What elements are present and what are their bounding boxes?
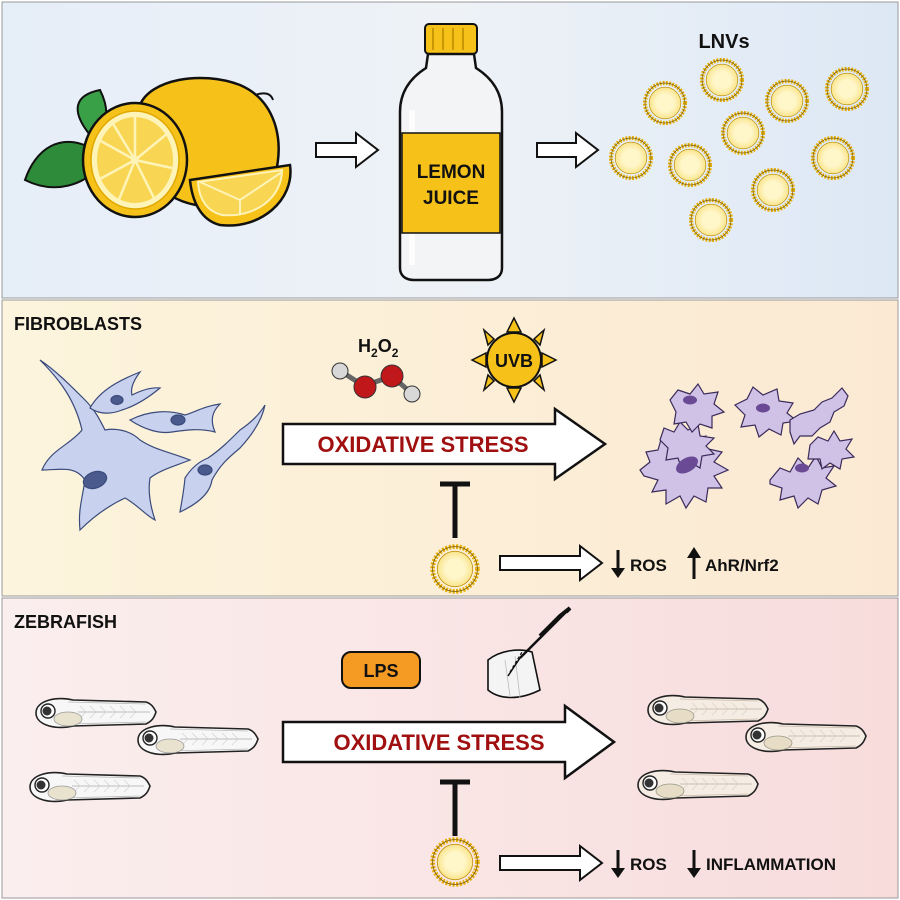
outcome-arrow-zebrafish xyxy=(499,843,604,883)
arrow-lemon-to-juice xyxy=(315,130,380,170)
zebrafish-icon xyxy=(29,771,151,803)
vesicle-icon xyxy=(645,83,685,123)
zebrafish-section-label: ZEBRAFISH xyxy=(14,612,117,632)
sun-icon xyxy=(470,316,558,404)
inhibition-symbol-fibroblasts xyxy=(440,481,470,538)
vesicle-icon xyxy=(433,547,478,592)
vesicle-icon xyxy=(670,145,710,185)
ahr-nrf2-label: AhR/Nrf2 xyxy=(705,556,779,575)
h2o2-label: H2O2 xyxy=(358,336,399,360)
ros-label-fibroblasts: ROS xyxy=(630,556,667,575)
bottle-label-line2: JUICE xyxy=(423,188,479,209)
vesicle-icon xyxy=(691,200,731,240)
inhibition-symbol-zebrafish xyxy=(440,779,470,836)
down-arrow-icon xyxy=(611,550,625,578)
vesicle-icon xyxy=(827,69,867,109)
oxidative-stress-label-fibroblasts: OXIDATIVE STRESS xyxy=(317,432,528,457)
uvb-label: UVB xyxy=(495,351,533,371)
oxidative-stress-label-zebrafish: OXIDATIVE STRESS xyxy=(333,730,544,755)
lps-label: LPS xyxy=(363,661,398,681)
zebrafish-icon xyxy=(637,769,759,801)
vesicle-icon xyxy=(723,113,763,153)
ros-label-zebrafish: ROS xyxy=(630,855,667,874)
lemon-icon xyxy=(23,76,292,227)
vesicle-icon xyxy=(753,170,793,210)
lps-badge xyxy=(341,651,421,689)
vesicle-icon xyxy=(433,840,478,885)
zebrafish-icon xyxy=(745,721,867,753)
oxidative-stress-arrow-zebrafish xyxy=(281,703,617,781)
down-arrow-icon xyxy=(687,850,701,878)
inflammation-label: INFLAMMATION xyxy=(706,855,836,874)
vesicle-icon xyxy=(767,81,807,121)
bottle-label-line1: LEMON xyxy=(417,162,486,183)
oxidative-stress-arrow-fibroblasts xyxy=(281,406,608,482)
scalpel-icon xyxy=(487,606,572,699)
vesicle-icon xyxy=(702,60,742,100)
arrow-juice-to-lnvs xyxy=(536,130,600,170)
fibroblasts-section-label: FIBROBLASTS xyxy=(14,314,142,334)
stressed-fibroblasts xyxy=(639,382,856,510)
down-arrow-icon xyxy=(611,850,625,878)
lnvs-label: LNVs xyxy=(698,31,749,53)
molecule-icon xyxy=(331,362,421,403)
vesicle-icon xyxy=(813,138,853,178)
outcome-arrow-fibroblasts xyxy=(499,543,604,583)
stressed-nuclei xyxy=(676,395,809,474)
bottle-icon: LEMON JUICE xyxy=(398,23,504,282)
up-arrow-icon xyxy=(687,547,701,579)
zebrafish-icon xyxy=(647,694,769,726)
vesicle-icon xyxy=(611,138,651,178)
zebrafish-icon xyxy=(137,724,259,756)
zebrafish-icon xyxy=(35,697,157,729)
healthy-fibroblasts xyxy=(39,359,266,532)
